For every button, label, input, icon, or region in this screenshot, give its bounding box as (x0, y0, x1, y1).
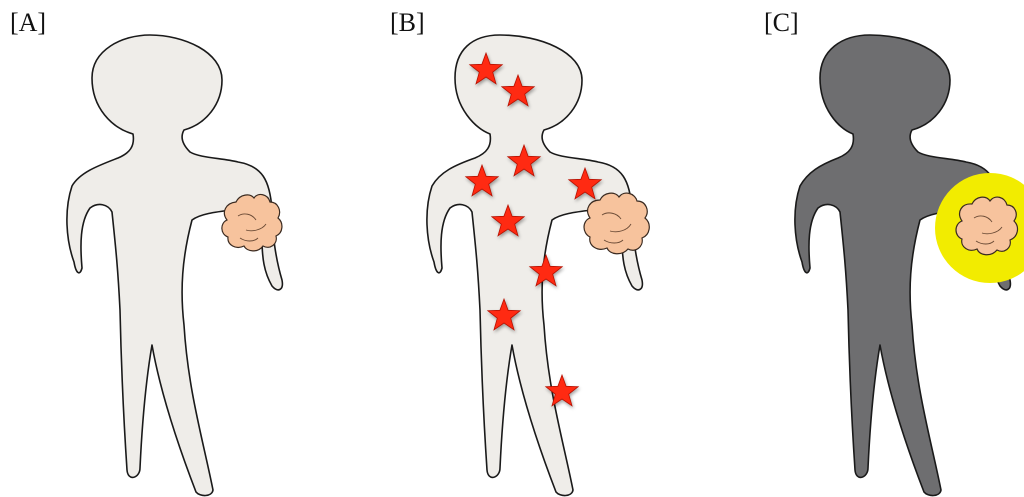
panel-label: [C] (764, 10, 799, 36)
panel-b-figure (360, 0, 690, 497)
panel-label: [A] (10, 10, 46, 36)
body-silhouette (67, 35, 282, 496)
body-silhouette (427, 35, 642, 496)
panel-a: [A] (0, 0, 330, 497)
tumor-blob (222, 195, 282, 251)
panel-b: [B] (360, 0, 690, 497)
tumor-blob (956, 197, 1017, 255)
panel-a-figure (0, 0, 330, 497)
panel-c: [C] (720, 0, 1024, 497)
panel-label: [B] (390, 10, 425, 36)
panel-c-figure (720, 0, 1024, 497)
tumor-blob (584, 193, 649, 254)
